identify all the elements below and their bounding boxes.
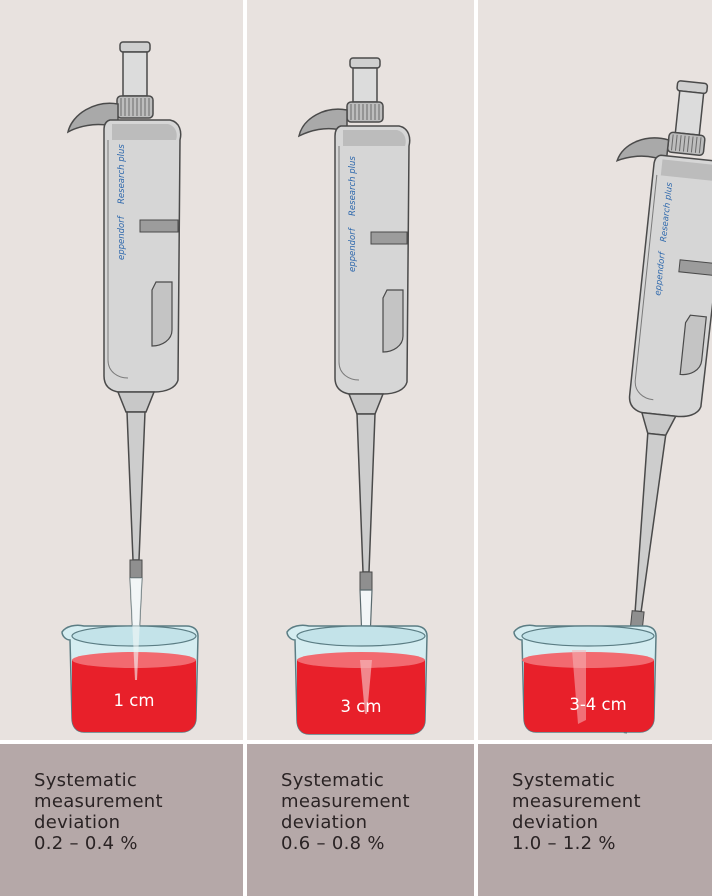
grip-band (140, 220, 178, 232)
ejector-sleeve (118, 392, 154, 412)
deviation-value: 1.0 – 1.2 % (512, 833, 712, 854)
pipette-illustration-1: eppendorf Research plus 1 cm (0, 0, 243, 740)
immersion-depth-label: 3-4 cm (569, 695, 626, 714)
caption-line: deviation (281, 812, 474, 833)
tip-ejector-button (152, 282, 172, 346)
plunger-button (120, 42, 150, 52)
caption-line: measurement (281, 791, 474, 812)
pipette-panel-3: eppendorf Research plus 3-4 cm (478, 0, 712, 740)
tip-ejector-button (383, 290, 403, 352)
model-label: Research plus (117, 144, 127, 204)
pipette-illustration-3: eppendorf Research plus 3-4 cm (478, 0, 712, 740)
caption-line: Systematic (512, 770, 712, 791)
tip-cone (629, 433, 666, 612)
pipette-illustration-2: eppendorf Research plus 3 cm (247, 0, 474, 740)
caption-line: Systematic (34, 770, 243, 791)
grip-band (371, 232, 407, 244)
model-label: Research plus (348, 156, 358, 216)
pipette-body (335, 126, 410, 394)
caption-line: Systematic (281, 770, 474, 791)
plunger-shaft (675, 91, 703, 135)
ejector-sleeve (640, 413, 676, 436)
pipette-panel-1: eppendorf Research plus 1 cm (0, 0, 243, 740)
plunger-shaft (353, 68, 377, 102)
deviation-caption-2: Systematic measurement deviation 0.6 – 0… (247, 744, 474, 896)
brand-label: eppendorf (117, 214, 127, 260)
immersion-depth-label: 3 cm (341, 697, 382, 716)
deviation-caption-3: Systematic measurement deviation 1.0 – 1… (478, 744, 712, 896)
volume-knob (347, 102, 383, 122)
tip-cone (357, 414, 375, 572)
ejector-sleeve (349, 394, 383, 414)
caption-line: measurement (34, 791, 243, 812)
tip-collar (130, 560, 142, 578)
caption-line: measurement (512, 791, 712, 812)
deviation-value: 0.6 – 0.8 % (281, 833, 474, 854)
deviation-caption-1: Systematic measurement deviation 0.2 – 0… (0, 744, 243, 896)
volume-knob (117, 96, 153, 118)
pipette-body (104, 120, 181, 392)
caption-line: deviation (34, 812, 243, 833)
tip-cone (127, 412, 145, 560)
tip-collar (360, 572, 372, 590)
plunger-shaft (123, 52, 147, 96)
immersion-depth-label: 1 cm (114, 691, 155, 710)
deviation-value: 0.2 – 0.4 % (34, 833, 243, 854)
plunger-button (350, 58, 380, 68)
brand-label: eppendorf (348, 226, 358, 272)
caption-line: deviation (512, 812, 712, 833)
pipette-panel-2: eppendorf Research plus 3 cm (247, 0, 474, 740)
